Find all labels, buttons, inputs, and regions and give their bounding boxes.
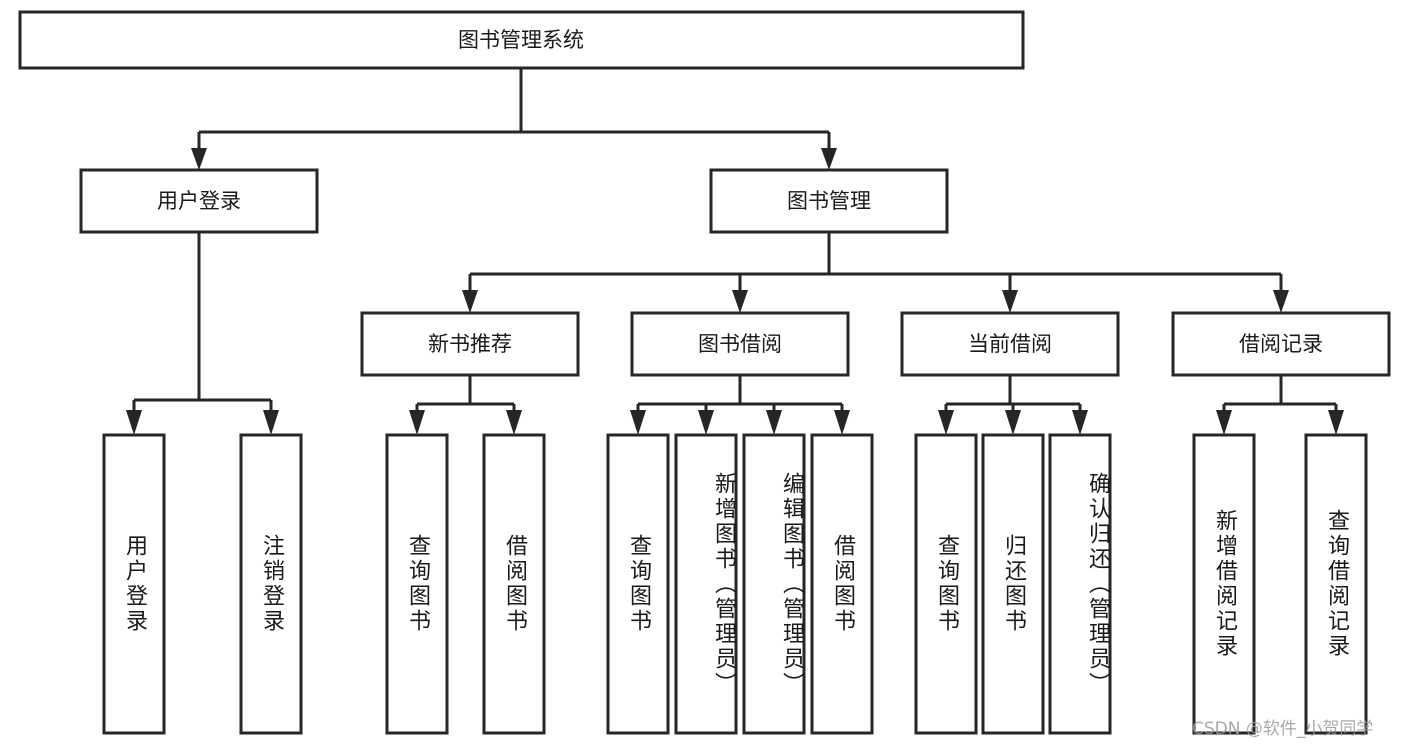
connector-group-book-manage bbox=[462, 232, 1289, 313]
arrow-head-new-book bbox=[462, 290, 478, 313]
arrow-head-leaf-logout bbox=[263, 410, 279, 435]
leaf-box-bb-add-book[interactable] bbox=[674, 433, 738, 735]
root-node-label: 图书管理系统 bbox=[458, 28, 584, 52]
leaf-node-group bbox=[102, 433, 1368, 735]
current-borrow-box[interactable] bbox=[900, 311, 1120, 377]
leaf-box-nb-borrow-book[interactable] bbox=[482, 433, 546, 735]
leaf-box-user-login[interactable] bbox=[102, 433, 166, 735]
connector-group-current-borrow bbox=[938, 375, 1088, 435]
leaf-box-cb-query-book[interactable] bbox=[914, 433, 978, 735]
book-borrow-box[interactable] bbox=[630, 311, 850, 377]
arrow-head-bb-leaf-1 bbox=[630, 410, 646, 435]
arrow-head-bb-leaf-4 bbox=[834, 410, 850, 435]
new-book-recommend-label: 新书推荐 bbox=[428, 332, 512, 356]
node-current-borrow[interactable]: 当前借阅 bbox=[900, 311, 1120, 377]
arrow-head-nb-leaf-2 bbox=[506, 410, 522, 435]
new-book-recommend-box[interactable] bbox=[360, 311, 580, 377]
connector-group-new-book bbox=[409, 375, 522, 435]
borrow-record-box[interactable] bbox=[1171, 311, 1391, 377]
arrow-head-book-manage bbox=[821, 148, 837, 170]
leaf-box-cb-return-book[interactable] bbox=[981, 433, 1045, 735]
connector-group-borrow-record bbox=[1216, 375, 1344, 435]
arrow-head-user-login bbox=[191, 148, 207, 170]
arrow-head-bb-leaf-2 bbox=[698, 410, 714, 435]
connector-group-borrow-book bbox=[630, 375, 850, 435]
leaf-box-br-add-record[interactable] bbox=[1192, 433, 1256, 735]
leaf-box-cb-confirm-return[interactable] bbox=[1048, 433, 1112, 735]
arrow-head-borrow-record bbox=[1273, 290, 1289, 313]
node-root[interactable]: 图书管理系统 bbox=[18, 10, 1025, 70]
node-user-login[interactable]: 用户登录 bbox=[79, 168, 319, 234]
leaf-box-bb-edit-book[interactable] bbox=[742, 433, 806, 735]
arrow-head-br-leaf-1 bbox=[1216, 410, 1232, 435]
arrow-head-leaf-user-login bbox=[126, 410, 142, 435]
current-borrow-label: 当前借阅 bbox=[968, 332, 1052, 356]
arrow-head-current-borrow bbox=[1002, 290, 1018, 313]
arrow-head-nb-leaf-1 bbox=[409, 410, 425, 435]
leaf-box-nb-query-book[interactable] bbox=[385, 433, 449, 735]
user-login-box[interactable] bbox=[79, 168, 319, 234]
node-new-book-recommend[interactable]: 新书推荐 bbox=[360, 311, 580, 377]
leaf-box-bb-borrow-book[interactable] bbox=[810, 433, 874, 735]
book-borrow-label: 图书借阅 bbox=[698, 332, 782, 356]
borrow-record-label: 借阅记录 bbox=[1239, 332, 1323, 356]
book-manage-label: 图书管理 bbox=[787, 189, 871, 213]
arrow-head-bb-leaf-3 bbox=[766, 410, 782, 435]
arrow-head-cb-leaf-1 bbox=[938, 410, 954, 435]
leaf-box-br-query-record[interactable] bbox=[1304, 433, 1368, 735]
node-book-borrow[interactable]: 图书借阅 bbox=[630, 311, 850, 377]
root-node-box[interactable] bbox=[18, 10, 1025, 70]
connector-group-user-login bbox=[126, 232, 279, 435]
arrow-head-cb-leaf-2 bbox=[1005, 410, 1021, 435]
arrow-head-borrow-book bbox=[732, 290, 748, 313]
node-book-manage[interactable]: 图书管理 bbox=[709, 168, 949, 234]
connector-group-root bbox=[191, 68, 837, 170]
user-login-label: 用户登录 bbox=[157, 189, 241, 213]
book-manage-box[interactable] bbox=[709, 168, 949, 234]
arrow-head-cb-leaf-3 bbox=[1072, 410, 1088, 435]
leaf-box-logout[interactable] bbox=[239, 433, 303, 735]
node-borrow-record[interactable]: 借阅记录 bbox=[1171, 311, 1391, 377]
arrow-head-br-leaf-2 bbox=[1328, 410, 1344, 435]
csdn-watermark: CSDN @软件_小贺同学 bbox=[1192, 719, 1374, 739]
leaf-box-bb-query-book[interactable] bbox=[606, 433, 670, 735]
